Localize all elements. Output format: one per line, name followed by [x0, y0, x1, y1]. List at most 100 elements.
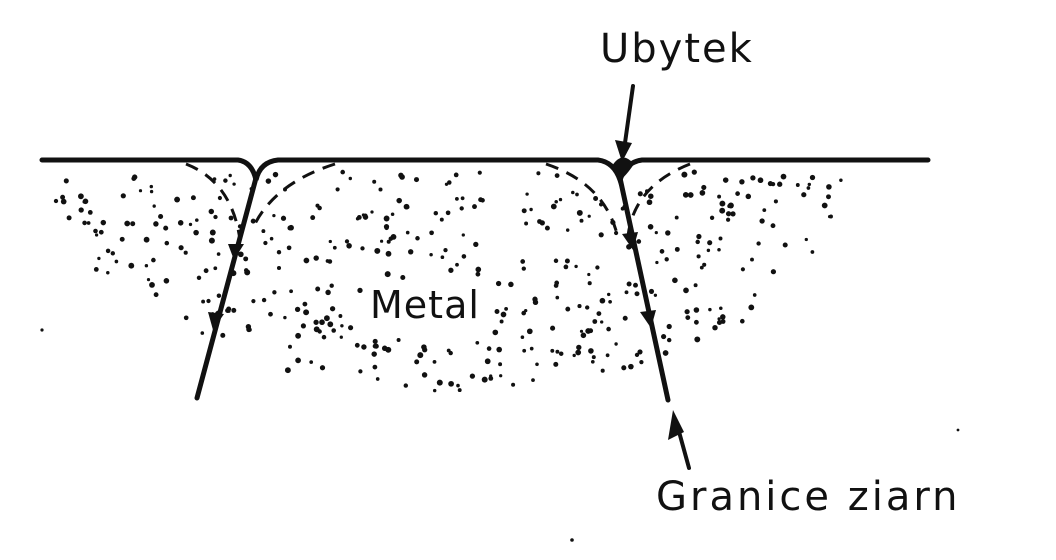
boundary-arrow-right-upper	[622, 232, 638, 250]
stipple-dot	[174, 196, 181, 203]
stipple-dot	[826, 184, 832, 190]
stipple-dot	[289, 289, 293, 294]
stipple-dot	[718, 236, 723, 241]
stipple-dot	[263, 240, 268, 246]
stipple-dot	[149, 189, 154, 194]
stipple-dot	[469, 373, 476, 379]
stipple-dot	[599, 297, 606, 304]
stipple-dot	[372, 364, 378, 370]
stipple-dot	[739, 179, 745, 185]
stipple-dot	[203, 268, 209, 274]
stipple-dot	[250, 218, 256, 224]
stipple-dot	[272, 213, 276, 218]
stipple-dot	[280, 215, 287, 221]
stipple-dot	[521, 266, 526, 271]
stipple-dot	[138, 189, 143, 193]
stipple-dot	[708, 307, 712, 312]
stipple-dot	[348, 325, 354, 331]
stipple-dot	[472, 204, 477, 210]
stipple-dot	[804, 237, 808, 242]
stipple-dot	[636, 239, 642, 244]
stipple-dot	[164, 240, 170, 246]
stipple-dot	[707, 240, 713, 246]
material-loss-mark	[612, 157, 634, 180]
stipple-dot	[261, 229, 266, 234]
stipple-dot	[362, 214, 369, 220]
stipple-dot	[448, 267, 454, 273]
stipple-dot	[231, 307, 237, 313]
stipple-dot	[572, 353, 576, 358]
stipple-dot	[558, 351, 564, 356]
stipple-dot	[696, 233, 702, 240]
stipple-dot	[639, 359, 644, 365]
stipple-dot	[243, 256, 249, 262]
stipple-dot	[153, 221, 159, 227]
stipple-dot	[717, 247, 721, 252]
stipple-dot	[208, 208, 215, 215]
stipple-dot	[475, 271, 481, 277]
stipple-dot	[521, 208, 527, 214]
stipple-dot	[661, 334, 667, 340]
stipple-dot	[329, 306, 336, 312]
stipple-dot	[390, 212, 395, 217]
stipple-dot	[716, 319, 723, 326]
stipple-dot	[580, 332, 587, 339]
stipple-dot	[338, 314, 343, 318]
stipple-dot	[637, 191, 643, 197]
stipple-dot	[149, 184, 154, 189]
stipple-dot	[574, 264, 578, 269]
stipple-dot	[268, 311, 273, 317]
stipple-dot	[614, 230, 619, 236]
stipple-dot	[666, 337, 672, 343]
scan-specks	[40, 328, 960, 542]
grain-boundaries-pointer	[668, 410, 691, 470]
stipple-dot	[432, 359, 437, 364]
stipple-dot	[600, 368, 605, 373]
stipple-dot	[626, 281, 632, 287]
stipple-dot	[276, 265, 282, 271]
stipple-dot	[504, 307, 508, 311]
stipple-dot	[325, 259, 330, 263]
metal-surface-line	[39, 157, 931, 188]
stipple-dot	[163, 225, 169, 231]
stipple-dot	[653, 293, 658, 297]
stipple-dot	[496, 346, 503, 353]
stipple-dot	[478, 197, 484, 203]
stipple-dot	[265, 178, 272, 184]
stipple-dot	[119, 236, 125, 242]
stipple-dot	[473, 241, 479, 248]
stipple-dot	[654, 230, 658, 235]
stipple-dot	[481, 376, 488, 383]
stipple-dot	[232, 182, 236, 186]
stipple-dot	[498, 362, 503, 367]
stipple-dot	[124, 220, 131, 227]
stipple-dot	[532, 299, 539, 306]
stipple-dot	[82, 198, 89, 205]
stipple-dot	[315, 286, 321, 292]
stipple-dot	[158, 213, 164, 220]
stipple-dot	[770, 269, 777, 275]
stipple-dot	[809, 174, 816, 181]
stipple-dot	[484, 358, 491, 365]
stipple-dot	[508, 281, 514, 288]
stipple-dot	[475, 266, 482, 273]
stipple-dot	[709, 215, 715, 220]
stipple-dot	[489, 374, 493, 378]
stipple-dot	[200, 331, 205, 335]
stipple-dot	[97, 256, 101, 261]
stipple-dot	[300, 323, 306, 329]
stipple-dot	[605, 353, 610, 358]
stipple-dot	[206, 298, 211, 304]
stipple-dot	[335, 187, 340, 192]
stipple-dot	[740, 267, 745, 272]
stipple-dot	[588, 328, 594, 334]
stipple-dot	[659, 249, 665, 254]
stipple-dot	[674, 215, 679, 220]
stipple-dot	[752, 293, 757, 297]
stipple-dot	[303, 257, 310, 264]
stipple-dot	[228, 215, 234, 221]
stipple-dot	[151, 257, 156, 263]
stipple-dot	[288, 344, 292, 349]
stipple-dot	[634, 352, 640, 358]
stipple-dot	[672, 277, 678, 284]
